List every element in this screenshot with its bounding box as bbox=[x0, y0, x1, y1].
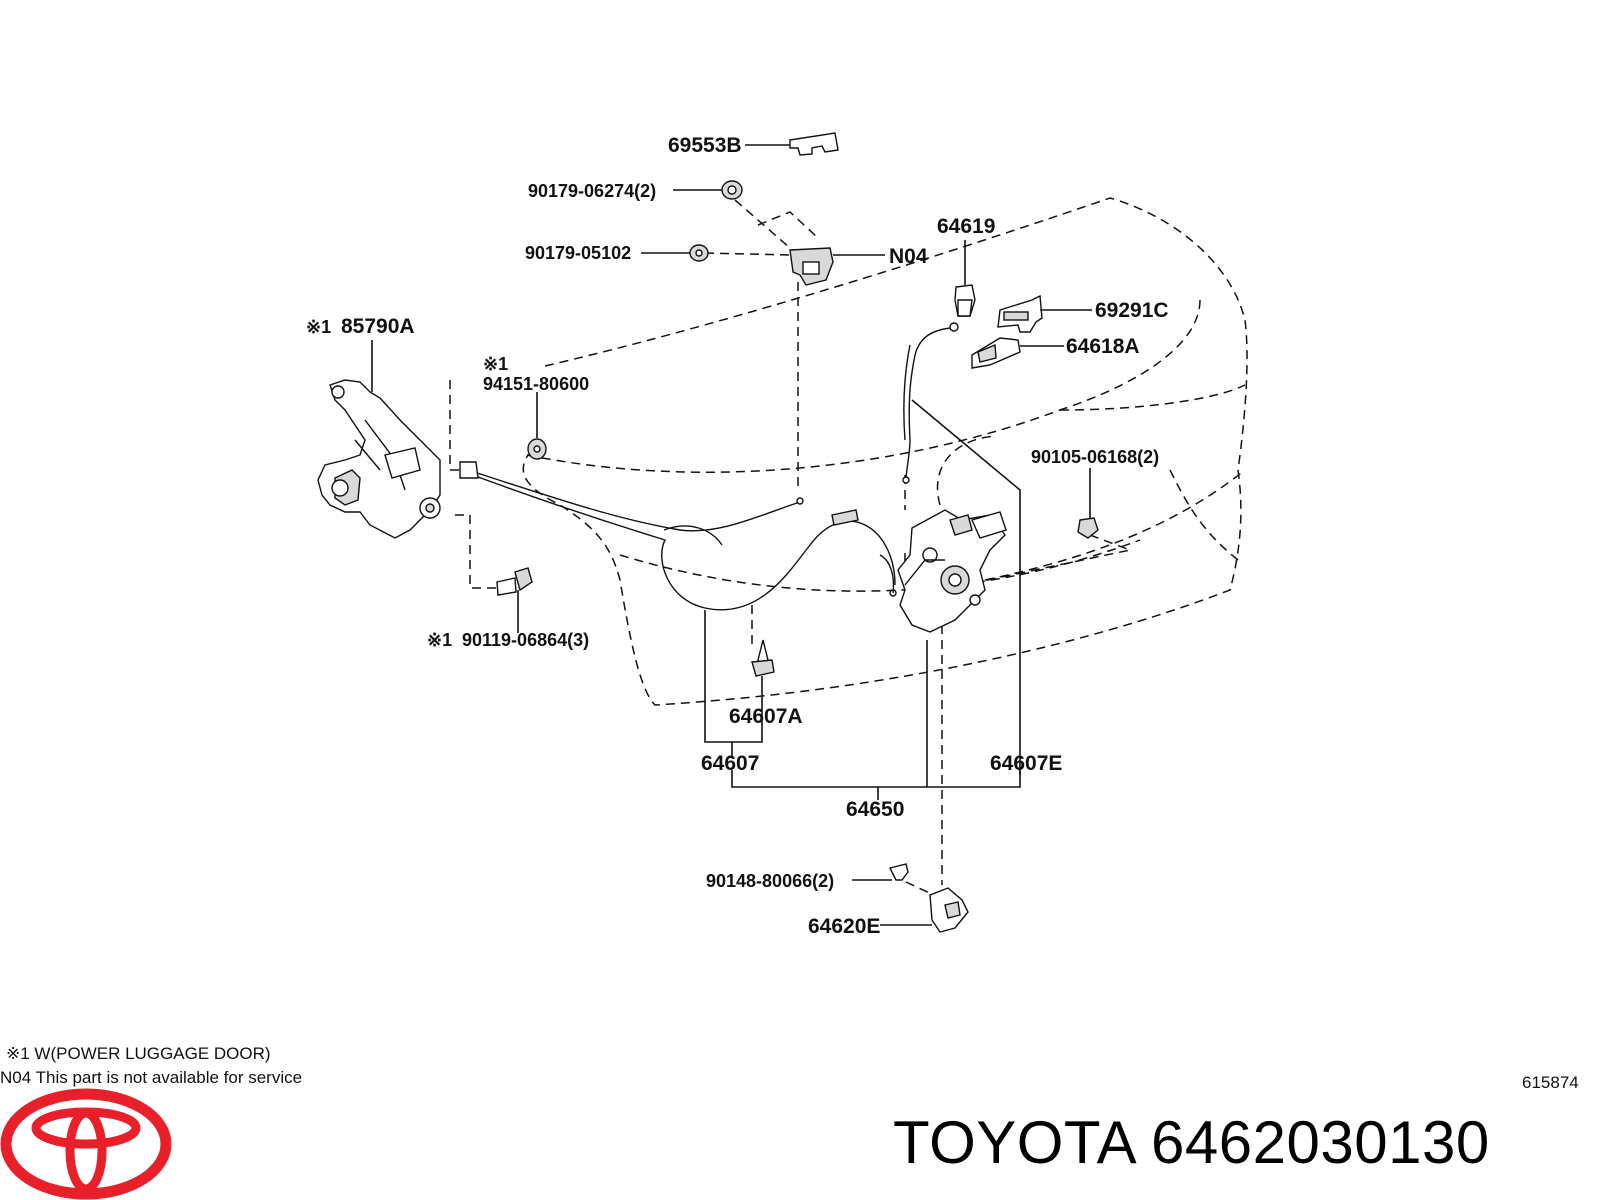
footnote-text: This part is not available for service bbox=[35, 1068, 303, 1087]
label-90105-06168: 90105-06168(2) bbox=[1031, 447, 1159, 467]
label-94151-80600: 94151-80600 bbox=[483, 374, 589, 394]
label-64620E: 64620E bbox=[808, 915, 880, 938]
label-64650: 64650 bbox=[846, 798, 904, 821]
footnote-power-luggage-door: ※1 W(POWER LUGGAGE DOOR) bbox=[6, 1044, 271, 1063]
part-90119-06864-shape bbox=[496, 567, 533, 633]
part-94151-80600-shape bbox=[527, 392, 547, 460]
label-64618A: 64618A bbox=[1066, 335, 1140, 358]
part-85790A-shape bbox=[317, 340, 441, 539]
label-N04: N04 bbox=[889, 245, 928, 268]
part-69553B-shape bbox=[745, 132, 839, 156]
part-64619-shape bbox=[954, 240, 976, 317]
part-N04-shape bbox=[789, 247, 885, 286]
label-90179-05102: 90179-05102 bbox=[525, 243, 631, 263]
part-64618A-shape bbox=[971, 337, 1064, 369]
marker-85790A: ※1 bbox=[306, 317, 331, 337]
label-64607E: 64607E bbox=[990, 752, 1062, 775]
part-90105-06168-shape bbox=[1077, 468, 1099, 539]
label-64619: 64619 bbox=[937, 215, 995, 238]
part-90148-80066-shape bbox=[852, 863, 909, 881]
label-64607: 64607 bbox=[701, 752, 759, 775]
label-90119-06864: 90119-06864(3) bbox=[462, 630, 589, 650]
part-64607A-shape bbox=[751, 639, 775, 705]
diagram-reference-number: 615874 bbox=[1522, 1073, 1579, 1092]
cable-64607-shape bbox=[459, 461, 896, 611]
marker-94151-80600: ※1 bbox=[483, 354, 508, 374]
part-69291C-shape bbox=[997, 294, 1092, 333]
brand-part-number: TOYOTA 6462030130 bbox=[893, 1109, 1490, 1176]
cable-64607E-shape bbox=[902, 322, 1021, 775]
label-69291C: 69291C bbox=[1095, 299, 1169, 322]
luggage-door-outline bbox=[449, 197, 1248, 706]
label-64607A: 64607A bbox=[729, 705, 803, 728]
footnote-code: N04 bbox=[0, 1068, 32, 1087]
label-85790A: 85790A bbox=[341, 315, 415, 338]
toyota-logo-icon bbox=[0, 1088, 172, 1200]
part-90179-05102-shape bbox=[641, 244, 709, 262]
part-90179-06274-shape bbox=[673, 180, 743, 200]
bracket-leaders bbox=[704, 610, 1021, 800]
label-69553B: 69553B bbox=[668, 134, 742, 157]
part-64620E-shape bbox=[880, 887, 969, 933]
label-90179-06274: 90179-06274(2) bbox=[528, 181, 656, 201]
marker-90119-06864: ※1 bbox=[427, 630, 452, 650]
footnote-not-available: N04 This part is not available for servi… bbox=[0, 1068, 302, 1088]
latch-assembly-shape bbox=[879, 509, 1007, 633]
label-90148-80066: 90148-80066(2) bbox=[706, 871, 834, 891]
